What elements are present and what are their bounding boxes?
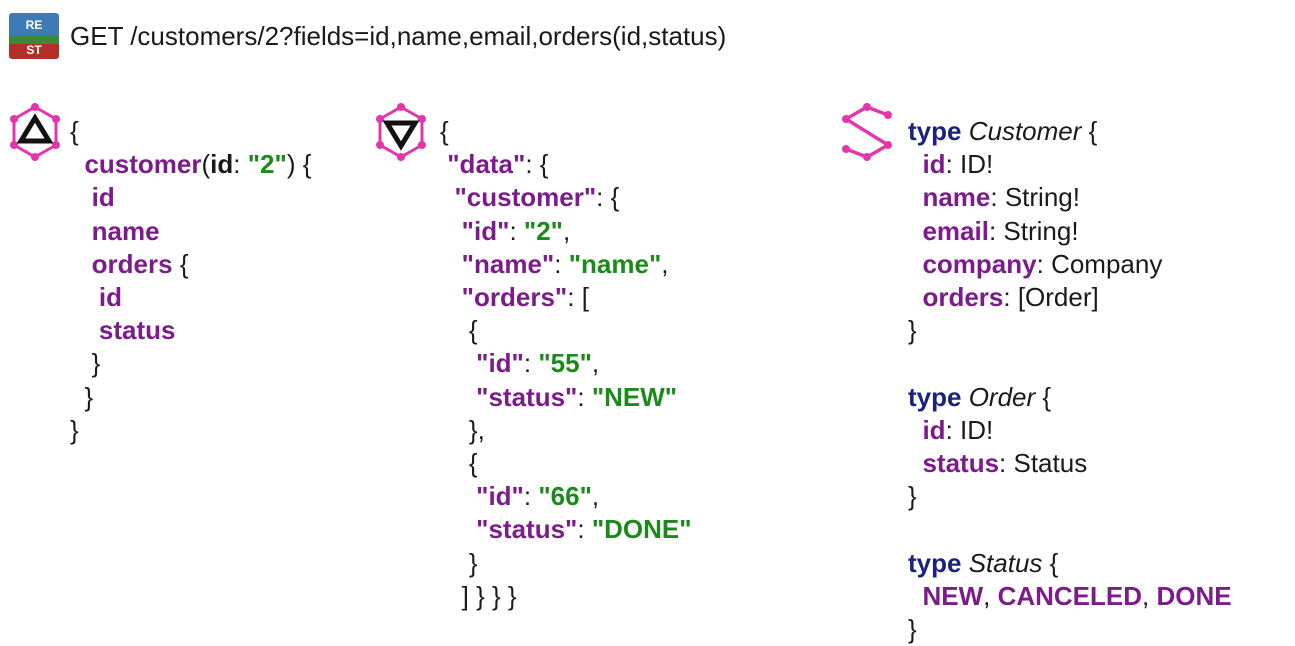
schema-type-name: Customer: [968, 116, 1082, 146]
query-field: id: [91, 182, 115, 213]
query-field: orders: [91, 248, 173, 279]
graphql-query: { customer(id: "2") { id name orders { i…: [70, 116, 312, 445]
query-order-field: status: [98, 315, 176, 346]
graphql-response: { "data": { "customer": { "id": "2", "na…: [440, 116, 692, 611]
query-root-field: customer: [84, 149, 202, 180]
graphql-query-icon: [10, 103, 60, 161]
schema-type-name: Order: [968, 381, 1036, 412]
graphql-schema: type Customer { id: ID! name: String! em…: [908, 116, 1232, 645]
graphql-response-icon: [376, 103, 426, 161]
graphql-schema-icon: [842, 103, 892, 161]
rest-logo-top: RE: [9, 13, 59, 36]
rest-request-line: GET /customers/2?fields=id,name,email,or…: [70, 21, 727, 51]
rest-logo: RE ST: [9, 13, 59, 59]
rest-logo-bottom: ST: [9, 44, 59, 59]
schema-type-name: Status: [968, 547, 1043, 578]
query-order-field: id: [98, 282, 123, 313]
query-field: name: [91, 215, 160, 246]
